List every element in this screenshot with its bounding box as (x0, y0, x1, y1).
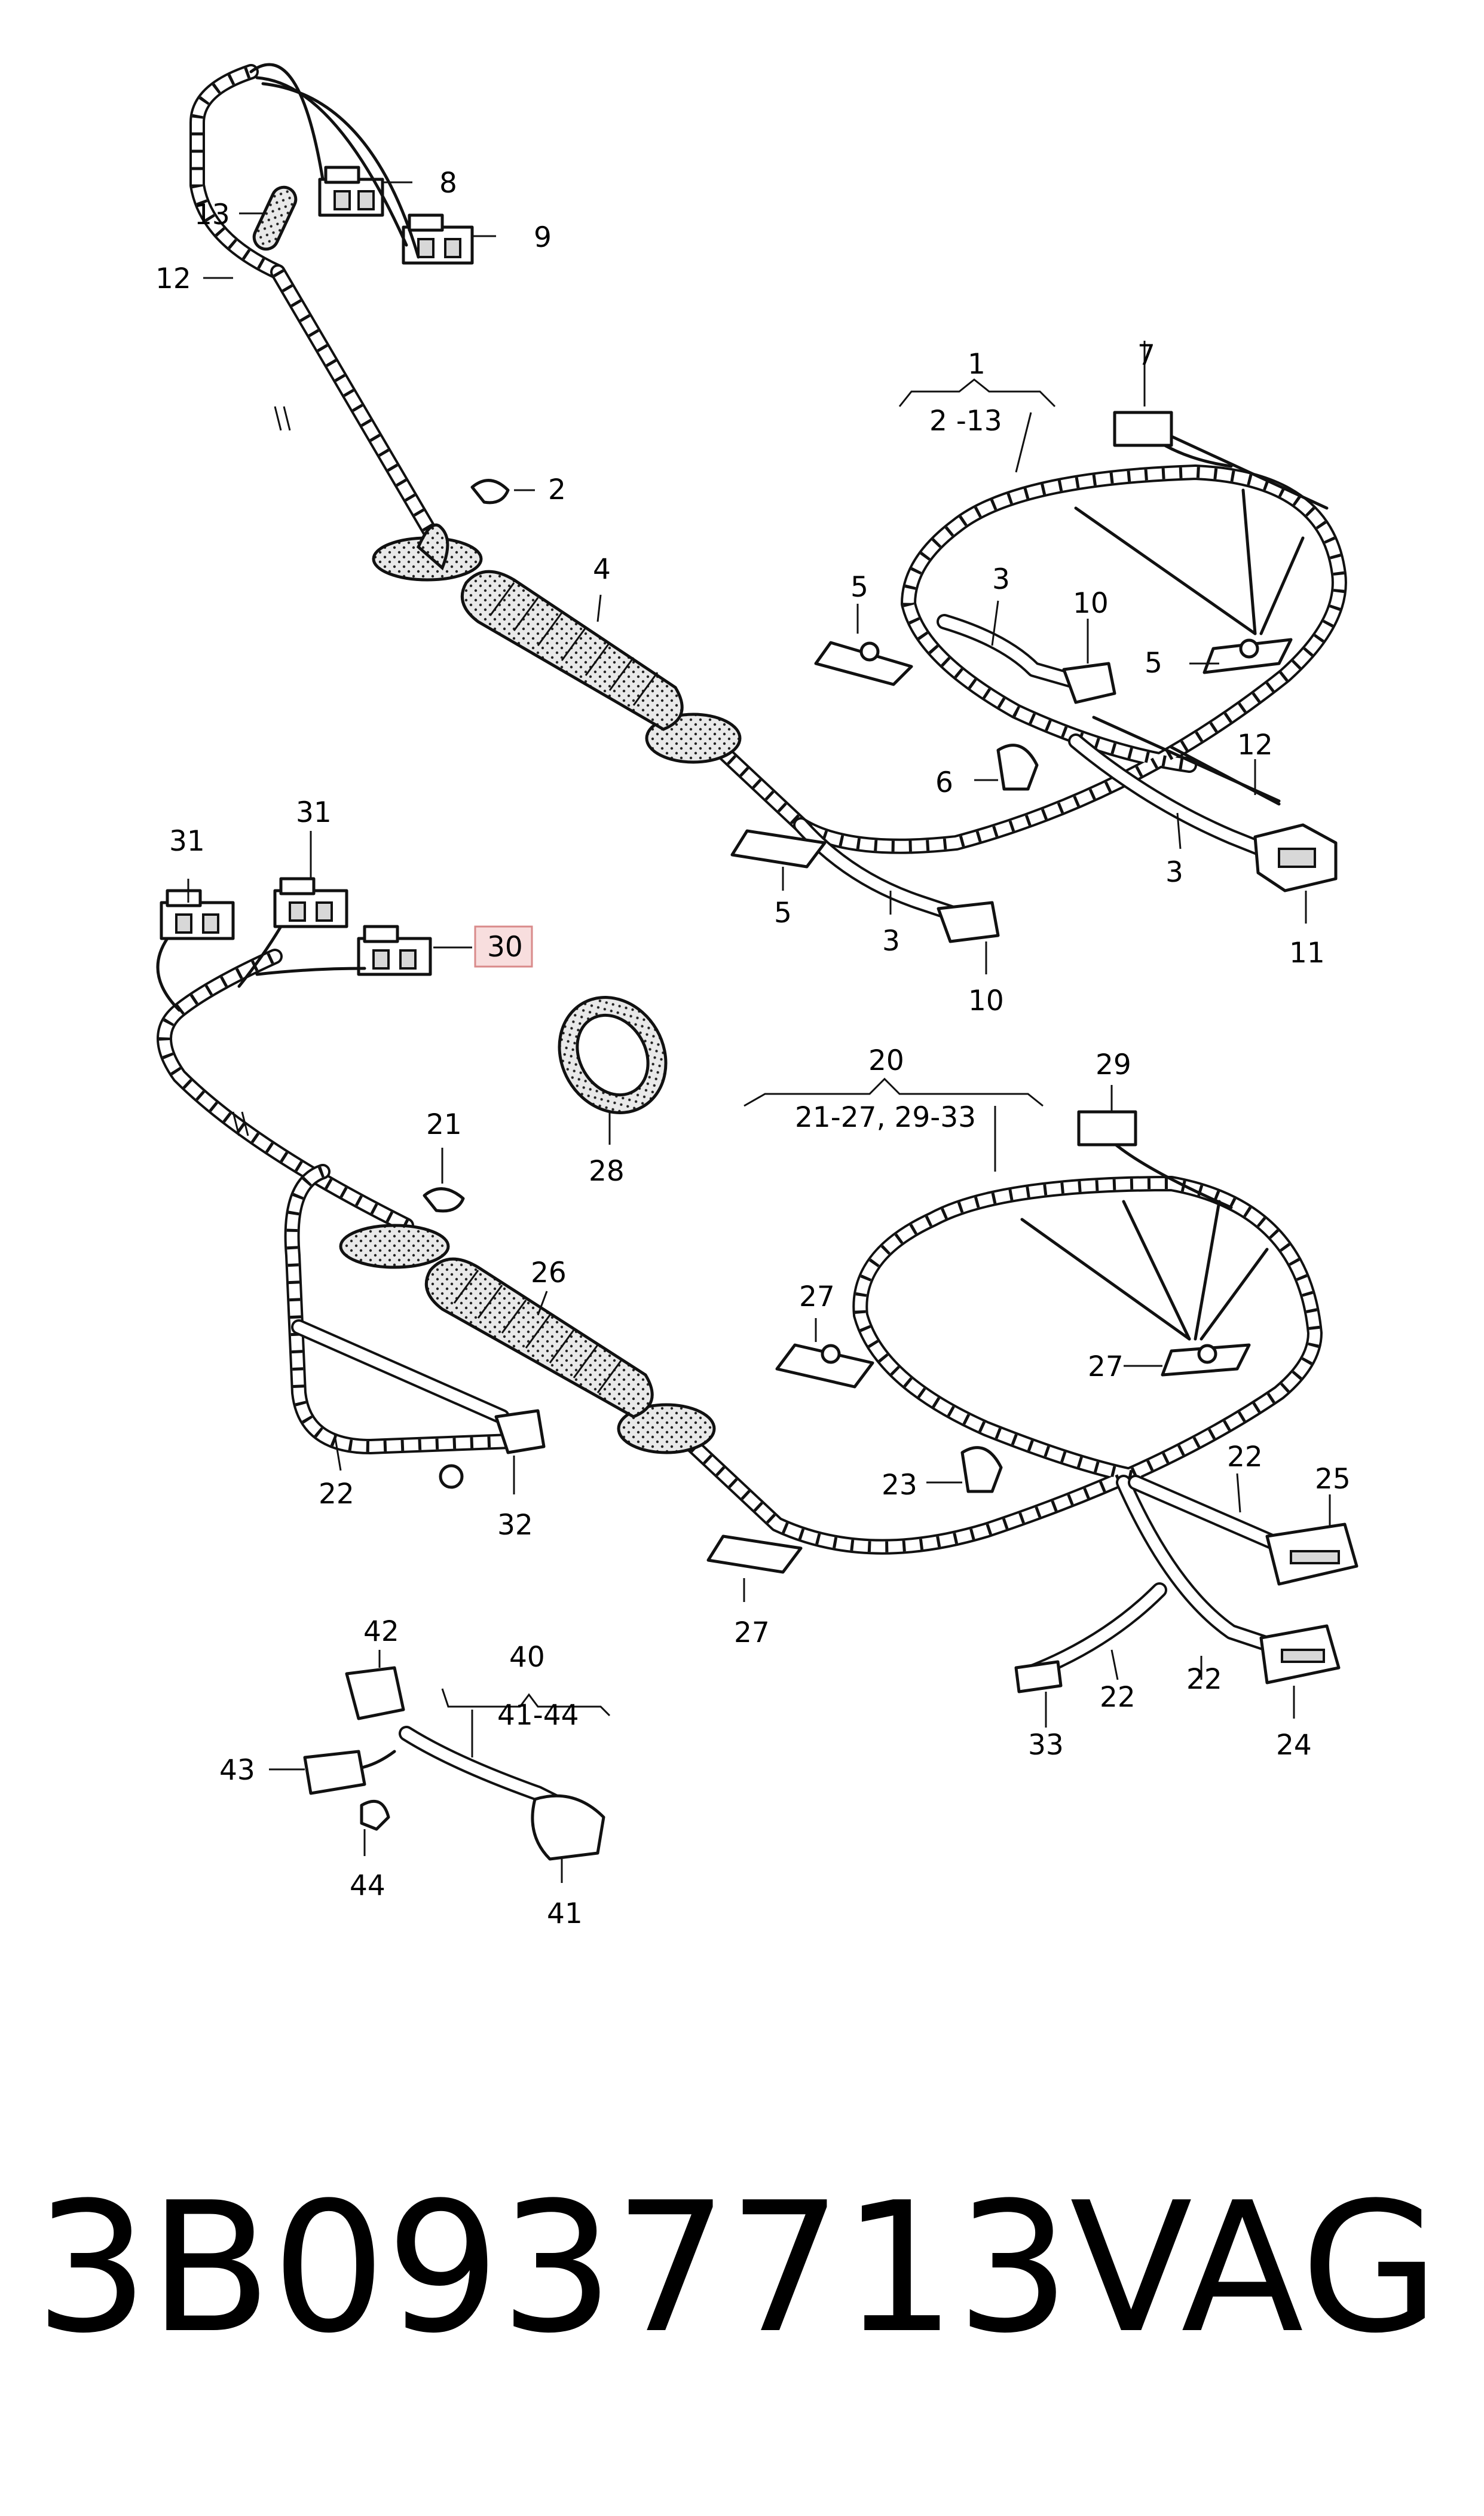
callout-range-40: 41-44 (497, 1699, 579, 1732)
callout-range-1: 2 -13 (929, 405, 1002, 438)
highlight-box-30 (474, 925, 533, 968)
callout-43: 43 (219, 1754, 255, 1787)
callout-3-upper: 3 (992, 563, 1010, 596)
callout-22-left: 22 (319, 1478, 354, 1511)
connector-11 (1253, 823, 1338, 892)
clip-6 (996, 744, 1039, 791)
brand-name: VAG (1070, 2164, 1440, 2373)
callout-9: 9 (534, 221, 552, 254)
clip-27-left (775, 1343, 874, 1389)
callout-42: 42 (363, 1615, 399, 1648)
callout-10-lower: 10 (968, 985, 1004, 1017)
connector-41 (531, 1794, 605, 1861)
adapter-40 (303, 1666, 605, 1861)
callout-32: 32 (497, 1509, 533, 1542)
callout-20: 20 (868, 1044, 904, 1077)
callout-27-right: 27 (1088, 1350, 1124, 1383)
callout-labels: 1 2 -13 7 13 12 8 9 2 4 5 3 10 5 6 12 3 … (155, 167, 1351, 1930)
clip-23 (960, 1446, 1003, 1493)
callout-5-lower: 5 (774, 897, 792, 930)
clip-5-lower (730, 829, 827, 869)
callout-2: 2 (548, 473, 566, 506)
callout-1: 1 (968, 348, 986, 381)
callout-27-left: 27 (799, 1280, 835, 1313)
connector-10-lower (937, 901, 1000, 943)
callout-7: 7 (1137, 339, 1155, 372)
clip-27-lower (706, 1534, 803, 1574)
callout-22-far: 22 (1186, 1663, 1222, 1696)
connector-10-upper (1062, 662, 1116, 704)
callout-28: 28 (589, 1155, 625, 1188)
callout-44: 44 (350, 1869, 385, 1902)
callout-21: 21 (426, 1108, 462, 1141)
connector-31-left (160, 889, 235, 940)
leader-lines (187, 181, 1331, 1883)
callout-33: 33 (1028, 1729, 1064, 1762)
callout-31-left: 31 (169, 825, 205, 858)
connector-42 (345, 1666, 405, 1720)
temperature-sensor-13 (252, 185, 298, 251)
callout-5-left: 5 (850, 571, 868, 604)
callout-23: 23 (882, 1469, 917, 1502)
grommet-lower-right (617, 1403, 716, 1454)
callout-22-mid: 22 (1100, 1681, 1136, 1714)
callout-22-right: 22 (1227, 1441, 1263, 1473)
corrugated-tube-26 (424, 1257, 654, 1419)
callout-25: 25 (1315, 1463, 1351, 1496)
clip-5-left (814, 641, 913, 686)
callout-5-right: 5 (1145, 647, 1162, 680)
callout-6: 6 (935, 766, 953, 799)
callout-10-upper: 10 (1073, 587, 1109, 620)
connector-31-right (273, 877, 348, 928)
harness-20 (156, 877, 1358, 1693)
callout-12-upper: 12 (155, 262, 191, 295)
callout-30: 30 (487, 931, 523, 964)
connector-30 (357, 925, 432, 976)
harness-1 (189, 63, 1347, 943)
clip-44 (360, 1799, 390, 1831)
connector-33 (1014, 1660, 1063, 1693)
clip-21 (423, 1187, 465, 1213)
connector-25 (1265, 1523, 1358, 1586)
callout-29: 29 (1096, 1048, 1131, 1081)
clip-2 (470, 479, 510, 505)
callout-24: 24 (1276, 1729, 1312, 1762)
callout-31-right: 31 (296, 796, 332, 829)
callout-3-right: 3 (1165, 856, 1183, 889)
connector-24 (1259, 1624, 1341, 1685)
callout-range-20: 21-27, 29-33 (795, 1101, 976, 1134)
grommet-lower-left (339, 1224, 450, 1269)
callout-11: 11 (1289, 937, 1325, 970)
part-number: 3B0937713 (35, 2164, 1070, 2373)
corrugated-tube-4 (460, 570, 684, 731)
callout-27-lower: 27 (734, 1616, 770, 1649)
ring-terminal-32 (439, 1409, 546, 1489)
callout-41: 41 (547, 1897, 583, 1930)
connector-8 (318, 166, 384, 217)
callout-40: 40 (509, 1641, 545, 1674)
seal-28 (558, 996, 668, 1114)
connector-29 (1077, 1110, 1137, 1147)
callout-13: 13 (194, 198, 230, 231)
callout-12-lower: 12 (1237, 729, 1273, 762)
connector-7 (1113, 411, 1173, 447)
callout-26: 26 (531, 1257, 567, 1289)
rod-12 (1170, 745, 1281, 806)
callout-4: 4 (593, 553, 611, 586)
connector-43 (303, 1750, 366, 1795)
callout-8: 8 (439, 167, 457, 200)
callout-3-lower: 3 (882, 925, 900, 958)
